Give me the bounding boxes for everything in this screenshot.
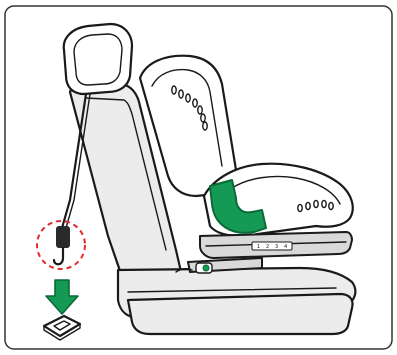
tether-adjuster — [56, 226, 70, 248]
recline-scale: 1 2 3 4 — [252, 242, 292, 250]
scale-mark-1: 1 — [257, 244, 260, 250]
vehicle-seat-base — [128, 294, 353, 334]
isofix-indicator — [203, 265, 209, 271]
scale-mark-2: 2 — [266, 244, 269, 250]
scale-mark-3: 3 — [275, 244, 278, 250]
vehicle-headrest — [64, 24, 132, 94]
scale-mark-4: 4 — [284, 244, 287, 250]
